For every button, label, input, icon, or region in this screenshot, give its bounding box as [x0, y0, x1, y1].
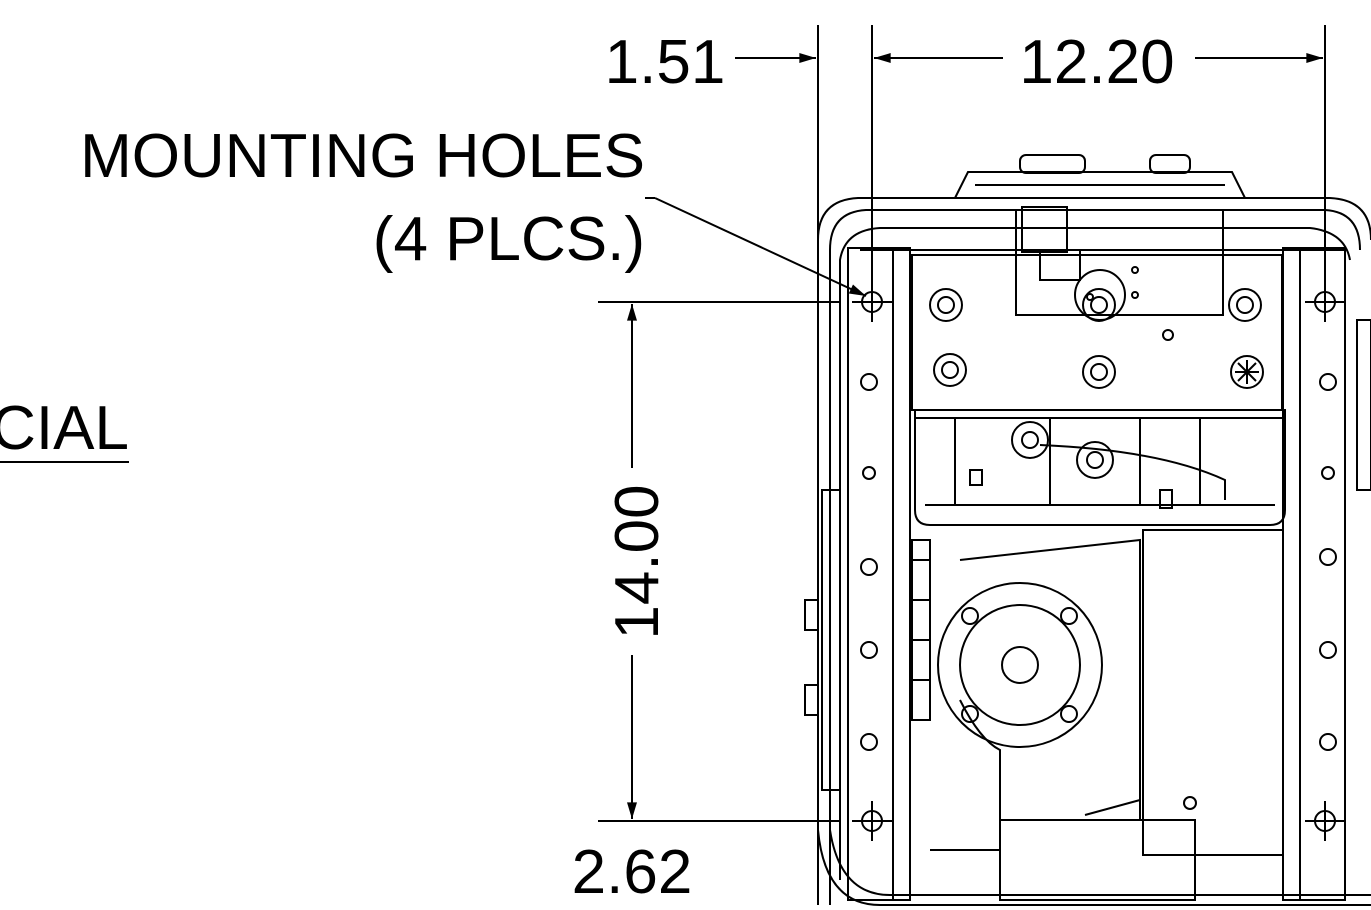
dim-hole-spacing-height: 14.00: [603, 484, 672, 639]
mounting-holes: [852, 282, 1345, 841]
dim-bottom-offset: 2.62: [572, 838, 693, 907]
dim-hole-spacing-width: 12.20: [1019, 28, 1174, 97]
sub-chassis: [914, 409, 1286, 526]
rail-holes: [860, 373, 1337, 751]
callout-plcs: (4 PLCS.): [373, 205, 645, 274]
cropped-label: CIAL: [0, 394, 129, 463]
mounting-rails: [847, 247, 1346, 901]
dim-left-offset: 1.51: [605, 28, 726, 97]
callout-mounting-holes: MOUNTING HOLES: [80, 122, 645, 191]
side-brackets: [804, 319, 1371, 791]
control-panel: [911, 206, 1283, 411]
housing-outline: [817, 154, 1371, 906]
motor-assembly: [911, 529, 1284, 901]
